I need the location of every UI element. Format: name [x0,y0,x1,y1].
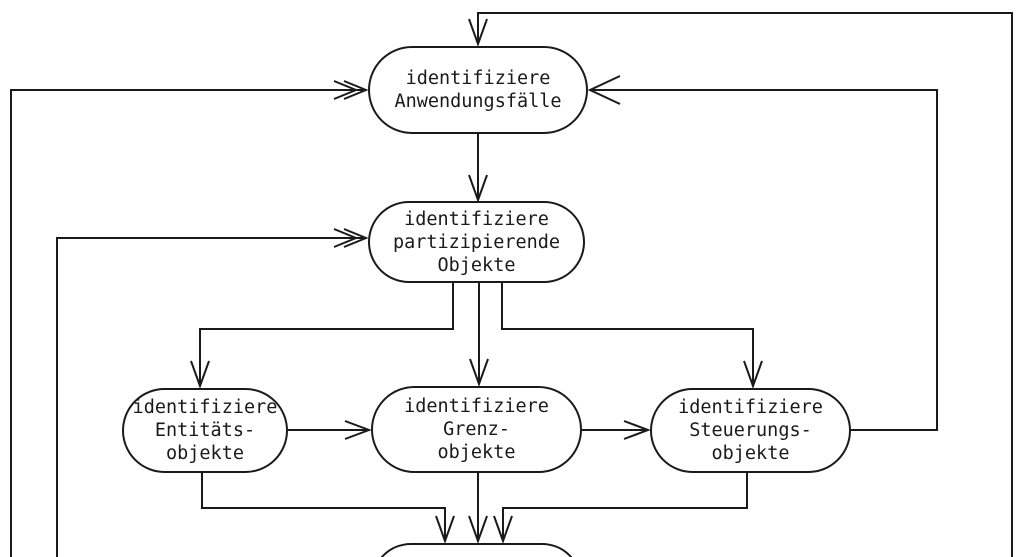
edge-steuerungs-to-bottom-node [493,473,748,544]
node-bottom-partially-visible [371,543,582,557]
edge-left-inner-feedback-to-partizipierende [56,228,369,557]
node-identifiziere-entitaetsobjekte: identifiziere Entitäts- objekte [122,388,288,473]
node-label: identifiziere Anwendungsfälle [394,68,562,112]
edge-steuerungs-to-anwendungsfaelle [587,75,938,431]
node-label: identifiziere Steuerungs- objekte [678,397,823,464]
edge-entitaets-to-grenz [288,420,372,440]
edge-right-outer-feedback-to-anwendungsfaelle [468,12,1013,557]
node-label: identifiziere Grenz- objekte [404,396,549,463]
edge-left-outer-feedback-to-anwendungsfaelle [10,80,369,557]
edge-entitaets-to-bottom-node [201,473,455,544]
edge-grenz-to-steuerungs [582,420,651,440]
node-label: identifiziere Entitäts- objekte [132,397,278,464]
edge-partizipierende-to-grenz [469,283,489,387]
edge-grenz-to-bottom-node [468,473,488,544]
node-identifiziere-partizipierende-objekte: identifiziere partizipierende Objekte [368,201,585,283]
node-label: identifiziere partizipierende Objekte [392,208,561,276]
node-identifiziere-grenzobjekte: identifiziere Grenz- objekte [371,386,582,473]
edge-partizipierende-to-steuerungs [501,283,763,389]
node-identifiziere-anwendungsfaelle: identifiziere Anwendungsfälle [368,46,588,134]
node-identifiziere-steuerungsobjekte: identifiziere Steuerungs- objekte [650,388,851,473]
edge-anwendungsfaelle-to-partizipierende [468,134,488,203]
edge-partizipierende-to-entitaets [190,283,454,389]
